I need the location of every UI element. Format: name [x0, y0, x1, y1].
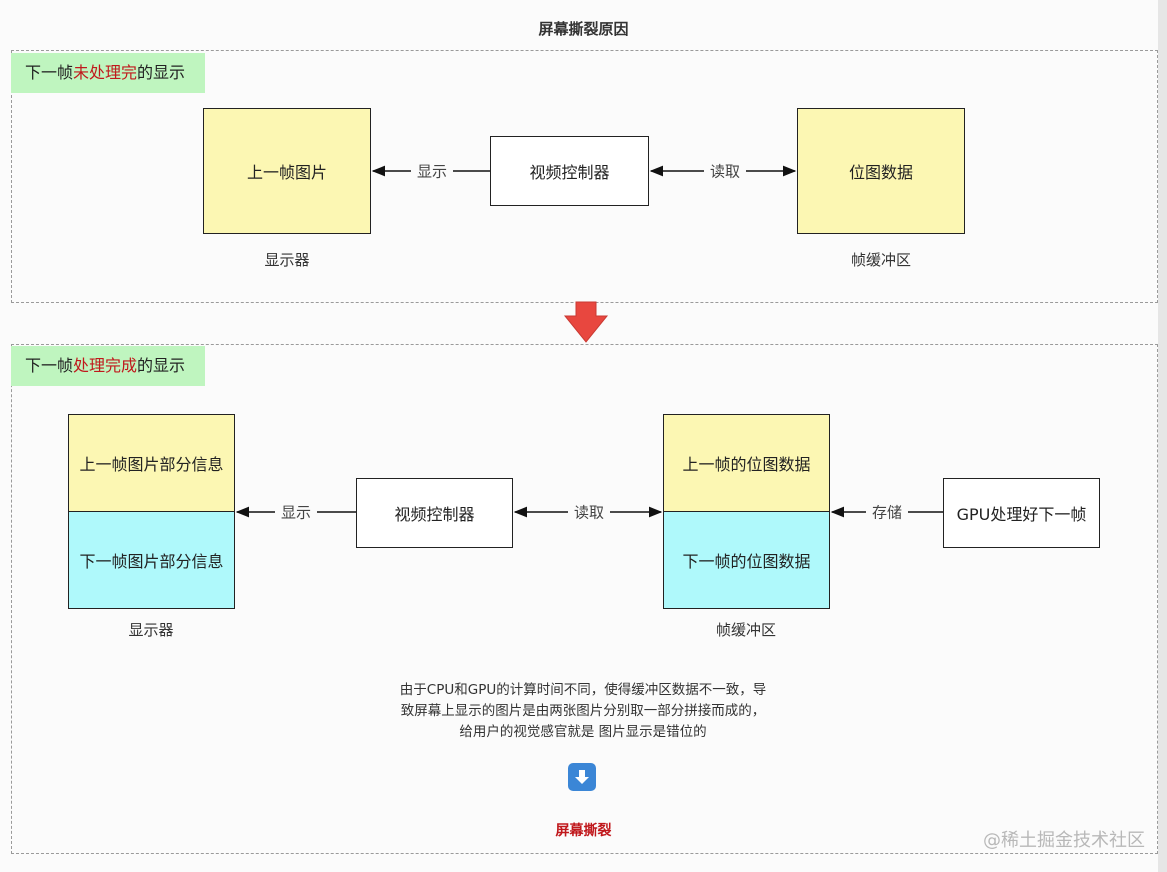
- red-down-arrow-icon: [563, 301, 609, 343]
- video-controller-box-2: 视频控制器: [356, 478, 513, 548]
- display-prev-part: 上一帧图片部分信息: [69, 415, 234, 512]
- note-line: 给用户的视觉感官就是 图片显示是错位的: [459, 724, 707, 740]
- video-controller-label-2: 视频控制器: [394, 505, 475, 524]
- display-next-part: 下一帧图片部分信息: [69, 512, 234, 608]
- down-arrow-glyph: [575, 770, 589, 784]
- tag-prefix: 下一帧: [25, 356, 74, 375]
- display-caption-2: 显示器: [128, 621, 174, 639]
- tag-suffix: 的显示: [137, 63, 186, 82]
- watermark: @稀土掘金技术社区: [983, 830, 1145, 851]
- buffer-next-bitmap-label: 下一帧的位图数据: [682, 552, 811, 571]
- buffer-prev-bitmap-label: 上一帧的位图数据: [682, 455, 811, 474]
- buffer-prev-bitmap: 上一帧的位图数据: [664, 415, 829, 512]
- video-controller-box: 视频控制器: [490, 136, 649, 206]
- bitmap-data-box: 位图数据: [797, 108, 965, 234]
- read-label-1: 读取: [703, 160, 747, 182]
- explanation-note: 由于CPU和GPU的计算时间不同，使得缓冲区数据不一致，导 致屏幕上显示的图片是…: [333, 680, 833, 743]
- show-label-1: 显示: [410, 160, 454, 182]
- display-next-part-label: 下一帧图片部分信息: [79, 552, 224, 571]
- display-prev-frame-label: 上一帧图片: [246, 163, 327, 182]
- display-prev-part-label: 上一帧图片部分信息: [79, 455, 224, 474]
- frame-buffer-split-box: 上一帧的位图数据 下一帧的位图数据: [663, 414, 830, 609]
- frame-buffer-caption-2: 帧缓冲区: [715, 621, 776, 639]
- screen-tearing-result: 屏幕撕裂: [555, 823, 612, 839]
- display-split-box: 上一帧图片部分信息 下一帧图片部分信息: [68, 414, 235, 609]
- window-edge: [1158, 0, 1167, 872]
- down-arrow-button-icon: [568, 763, 596, 791]
- note-line: 由于CPU和GPU的计算时间不同，使得缓冲区数据不一致，导: [399, 682, 767, 698]
- display-caption: 显示器: [264, 251, 310, 269]
- show-label-2: 显示: [274, 501, 318, 523]
- tag-highlight: 处理完成: [73, 356, 138, 375]
- frame-buffer-caption: 帧缓冲区: [850, 251, 911, 269]
- tag-prefix: 下一帧: [25, 63, 74, 82]
- store-label: 存储: [865, 501, 909, 523]
- video-controller-label: 视频控制器: [529, 163, 610, 182]
- note-line: 致屏幕上显示的图片是由两张图片分别取一部分拼接而成的，: [400, 703, 766, 719]
- display-prev-frame-box: 上一帧图片: [203, 108, 371, 234]
- buffer-next-bitmap: 下一帧的位图数据: [664, 512, 829, 608]
- section-finished-tag: 下一帧处理完成的显示: [11, 346, 205, 386]
- section-unfinished-tag: 下一帧未处理完的显示: [11, 53, 205, 93]
- gpu-next-frame-label: GPU处理好下一帧: [956, 505, 1087, 524]
- read-label-2: 读取: [567, 501, 611, 523]
- page-title: 屏幕撕裂原因: [538, 20, 629, 38]
- bitmap-data-label: 位图数据: [848, 163, 913, 182]
- gpu-next-frame-box: GPU处理好下一帧: [943, 478, 1100, 548]
- tag-highlight: 未处理完: [73, 63, 138, 82]
- tag-suffix: 的显示: [137, 356, 186, 375]
